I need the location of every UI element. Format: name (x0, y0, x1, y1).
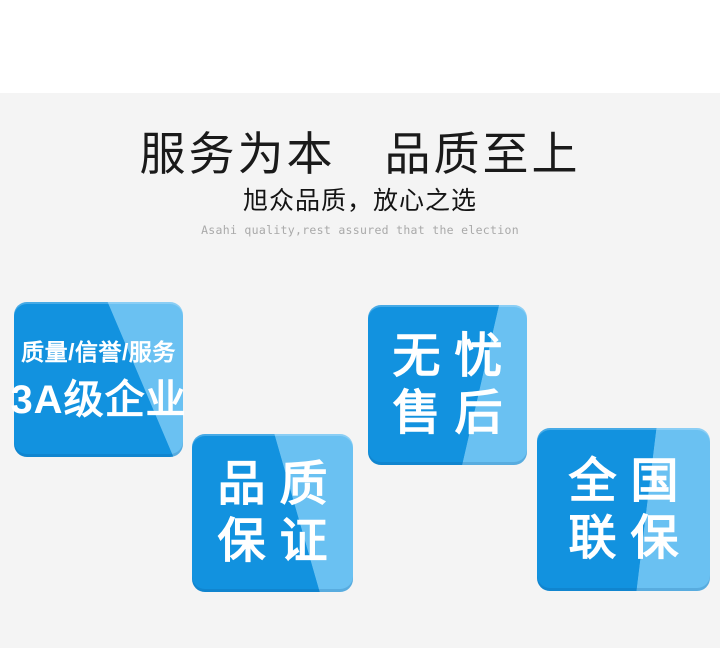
badge-line-top: 无忧 (392, 330, 517, 383)
section-title: 服务为本 品质至上 (139, 128, 581, 180)
badge-line-bottom: 3A级企业 (10, 377, 187, 422)
badge-line-top: 质量/信誉/服务 (21, 338, 176, 365)
badge-3a-enterprise: 质量/信誉/服务 3A级企业 (10, 302, 186, 457)
badge-nationwide-warranty: 全国 联保 (537, 428, 710, 591)
section-subtitle-en: Asahi quality,rest assured that the elec… (201, 223, 519, 237)
badge-worry-free-aftersales: 无忧 售后 (368, 305, 527, 465)
section-subtitle: 旭众品质，放心之选 (242, 186, 477, 215)
badge-line-bottom: 保证 (217, 515, 342, 568)
badge-line-top: 品质 (217, 458, 342, 511)
badge-line-bottom: 售后 (392, 387, 517, 440)
quality-section: 服务为本 品质至上 旭众品质，放心之选 Asahi quality,rest a… (0, 93, 720, 648)
badge-line-bottom: 联保 (568, 511, 693, 565)
badge-line-top: 全国 (568, 454, 693, 508)
badge-quality-guarantee: 品质 保证 (192, 434, 353, 592)
